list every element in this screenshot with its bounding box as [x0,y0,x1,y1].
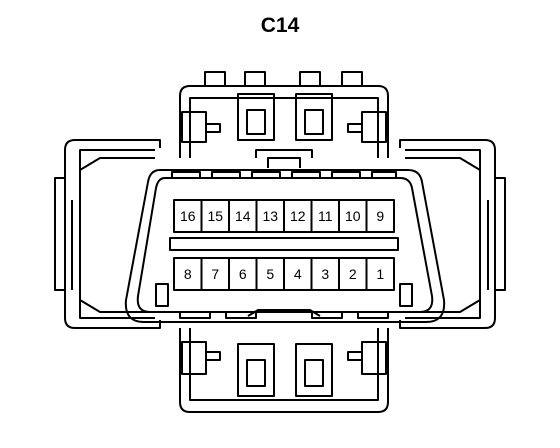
bottom-pin-row: 8 7 6 5 4 3 2 1 [173,257,395,291]
top-pin-row: 16 15 14 13 12 11 10 9 [173,199,395,233]
pin-label-2: 2 [349,266,357,282]
pin-label-7: 7 [211,266,219,282]
pin-cavity-1 [365,257,395,291]
pin-label-5: 5 [266,266,274,282]
right-key-slot [399,283,413,307]
pin-label-15: 15 [207,208,223,224]
pin-label-4: 4 [294,266,302,282]
pin-label-16: 16 [180,208,196,224]
lower-latch-housing [179,309,389,413]
pin-label-12: 12 [290,208,306,224]
pin-cavity-9 [365,199,395,233]
left-side-lock [54,139,161,329]
pin-label-14: 14 [235,208,251,224]
row-divider [169,237,399,251]
pin-label-6: 6 [239,266,247,282]
left-key-slot [155,283,169,307]
right-side-lock [399,139,506,329]
pin-label-10: 10 [345,208,361,224]
upper-latch-housing [179,71,389,168]
connector-body [124,169,446,323]
pin-label-13: 13 [262,208,278,224]
pin-label-1: 1 [376,266,384,282]
connector-title: C14 [260,14,300,37]
pin-label-9: 9 [376,208,384,224]
pin-label-3: 3 [321,266,329,282]
pin-label-8: 8 [184,266,192,282]
pin-label-11: 11 [318,208,333,224]
